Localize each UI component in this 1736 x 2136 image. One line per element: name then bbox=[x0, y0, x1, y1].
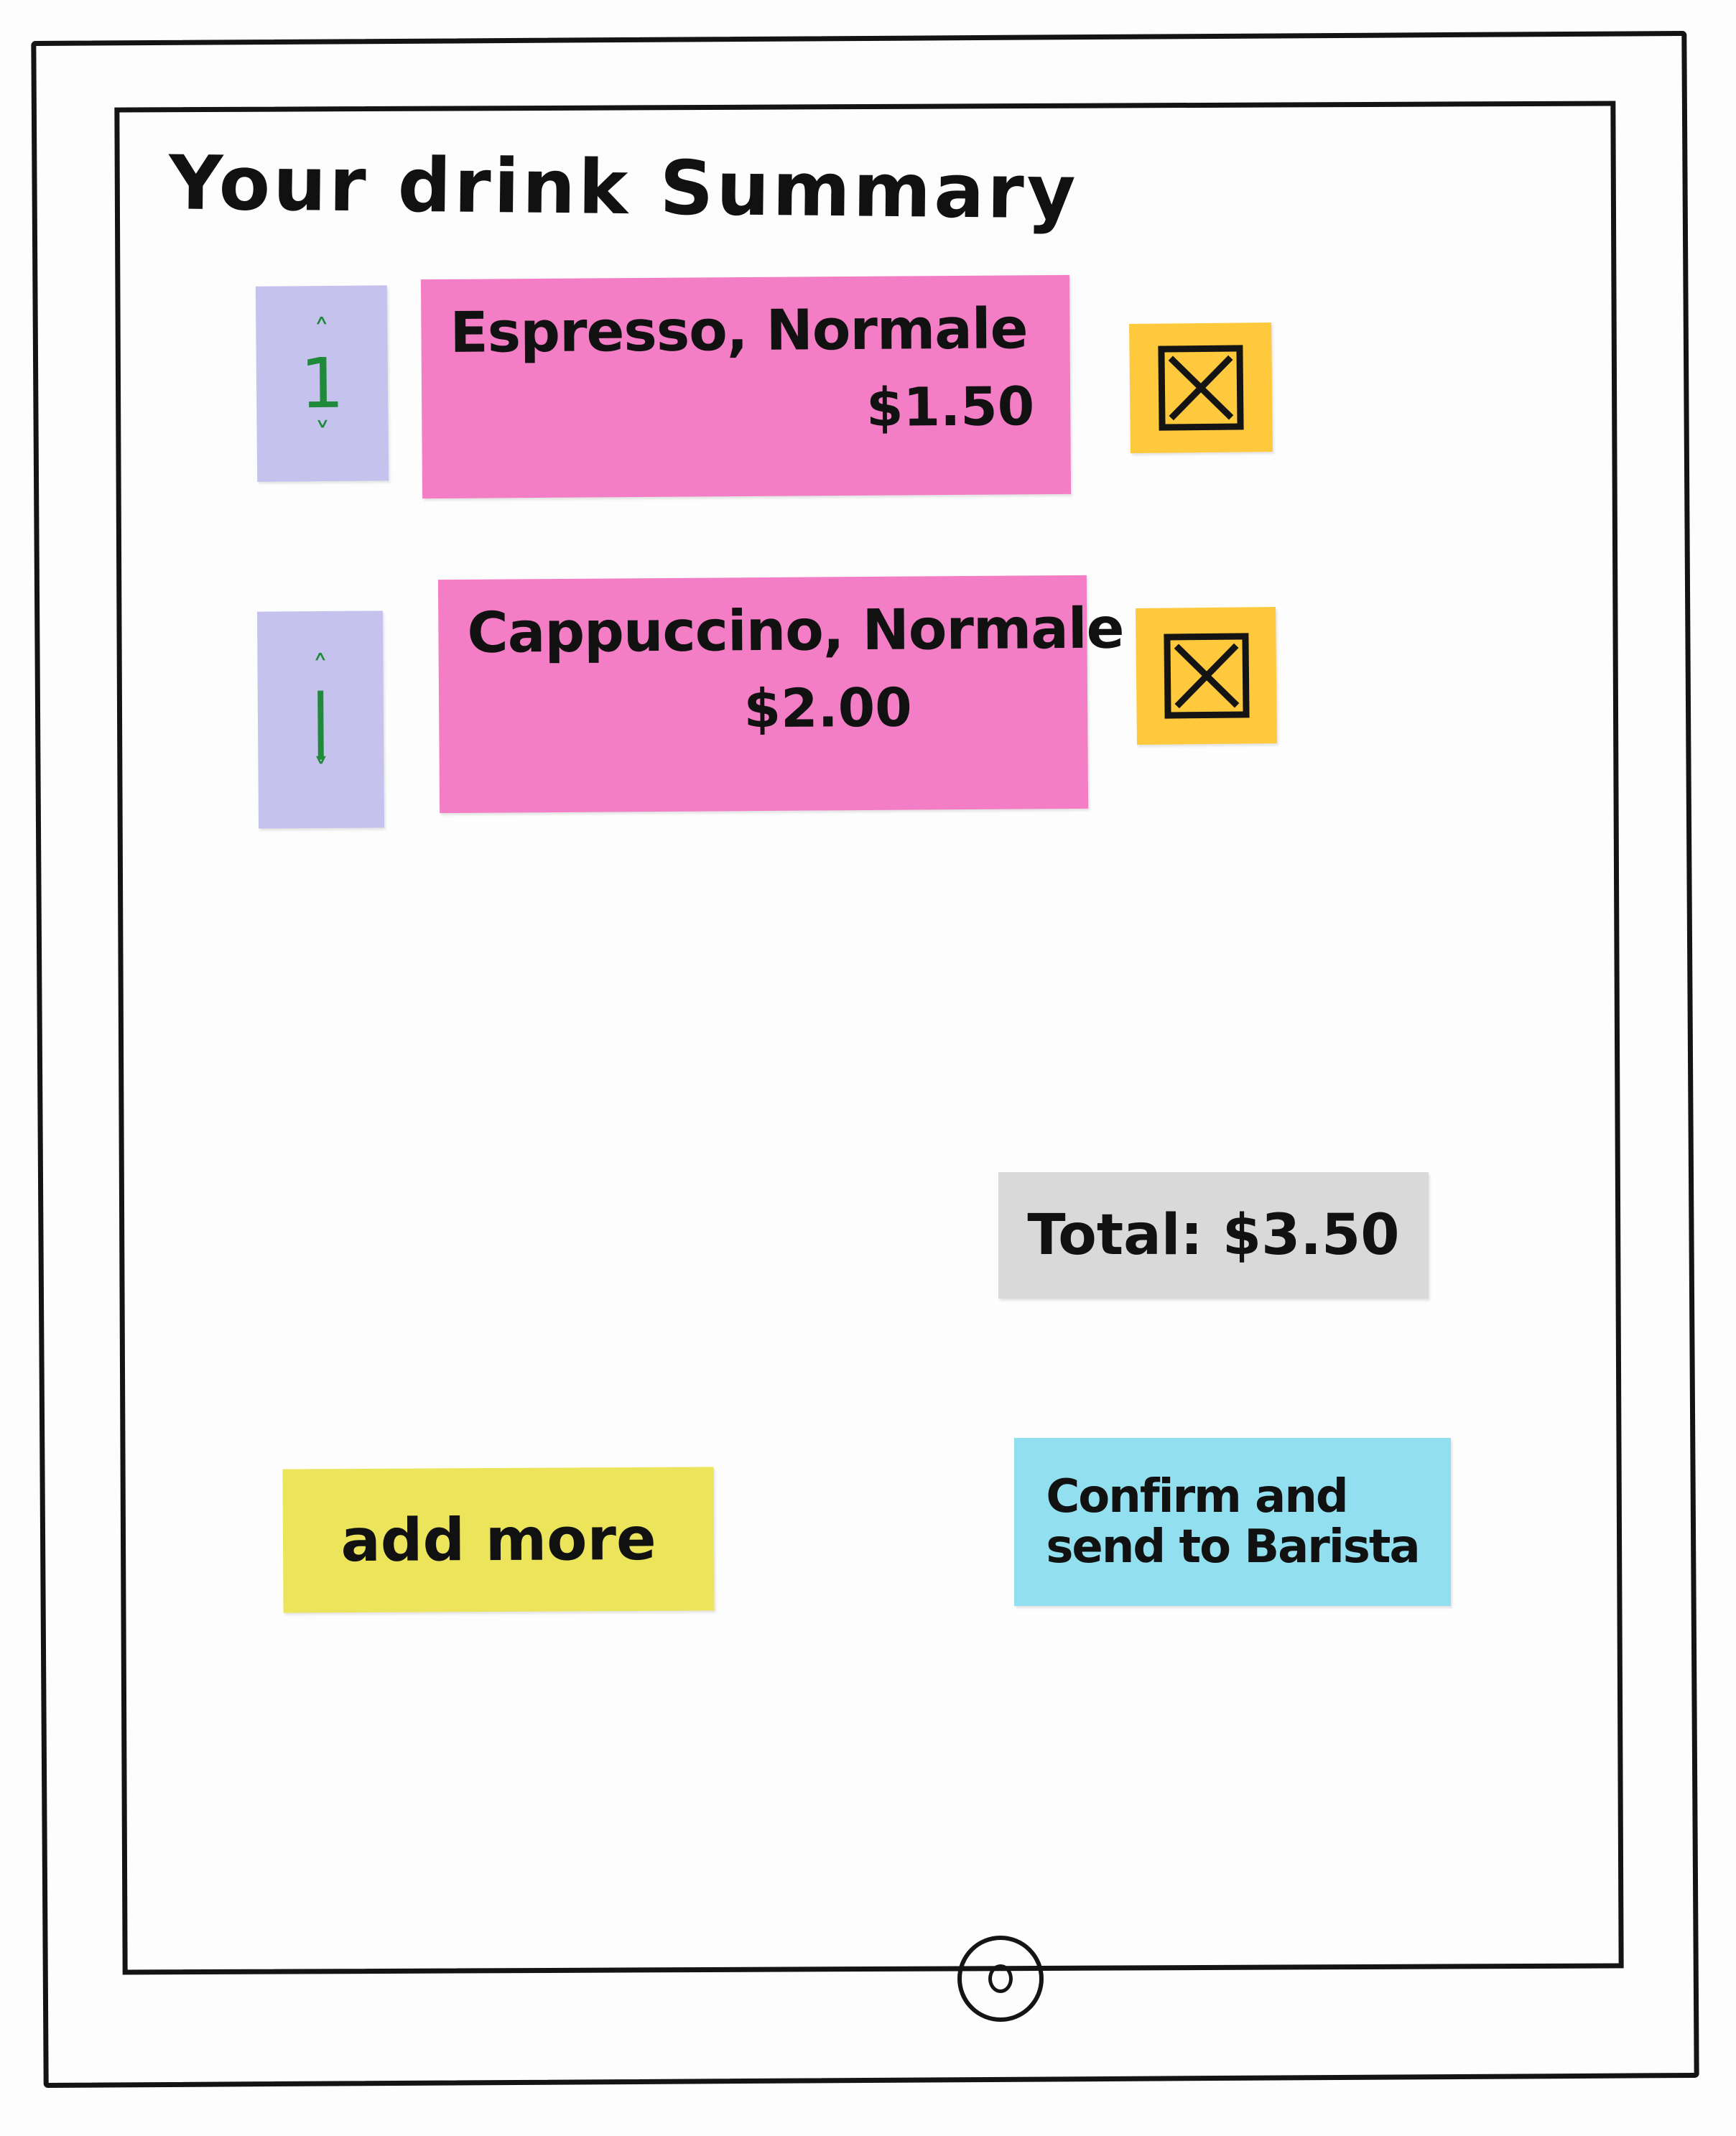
order-total: Total: $3.50 bbox=[998, 1172, 1429, 1299]
quantity-stepper[interactable]: ˄ | ˅ bbox=[256, 610, 385, 829]
down-arrow-icon[interactable]: ˅ bbox=[312, 753, 330, 790]
quantity-value: | bbox=[308, 679, 333, 760]
remove-item-button[interactable] bbox=[1136, 606, 1277, 746]
close-x-icon bbox=[1158, 345, 1244, 431]
quantity-value: 1 bbox=[300, 343, 345, 424]
remove-item-button[interactable] bbox=[1129, 322, 1273, 454]
add-more-button[interactable]: add more bbox=[282, 1467, 715, 1613]
order-item[interactable]: Cappuccino, Normale $2.00 bbox=[437, 575, 1124, 814]
page-title: Your drink Summary bbox=[168, 139, 1080, 236]
confirm-label-line2: send to Barista bbox=[1046, 1520, 1420, 1574]
down-arrow-icon[interactable]: ˅ bbox=[314, 417, 331, 454]
item-price: $2.00 bbox=[743, 677, 912, 740]
home-button-icon[interactable] bbox=[957, 1936, 1044, 2022]
item-name: Cappuccino, Normale bbox=[467, 596, 1124, 666]
confirm-send-button[interactable]: Confirm and send to Barista bbox=[1014, 1438, 1451, 1606]
home-button-center bbox=[988, 1964, 1013, 1993]
close-x-icon bbox=[1163, 633, 1250, 719]
order-item[interactable]: Espresso, Normale $1.50 bbox=[420, 274, 1072, 499]
item-price: $1.50 bbox=[865, 376, 1035, 439]
confirm-label-line1: Confirm and bbox=[1046, 1469, 1348, 1523]
quantity-stepper[interactable]: ˄ 1 ˅ bbox=[255, 285, 389, 482]
item-name: Espresso, Normale bbox=[450, 297, 1028, 366]
